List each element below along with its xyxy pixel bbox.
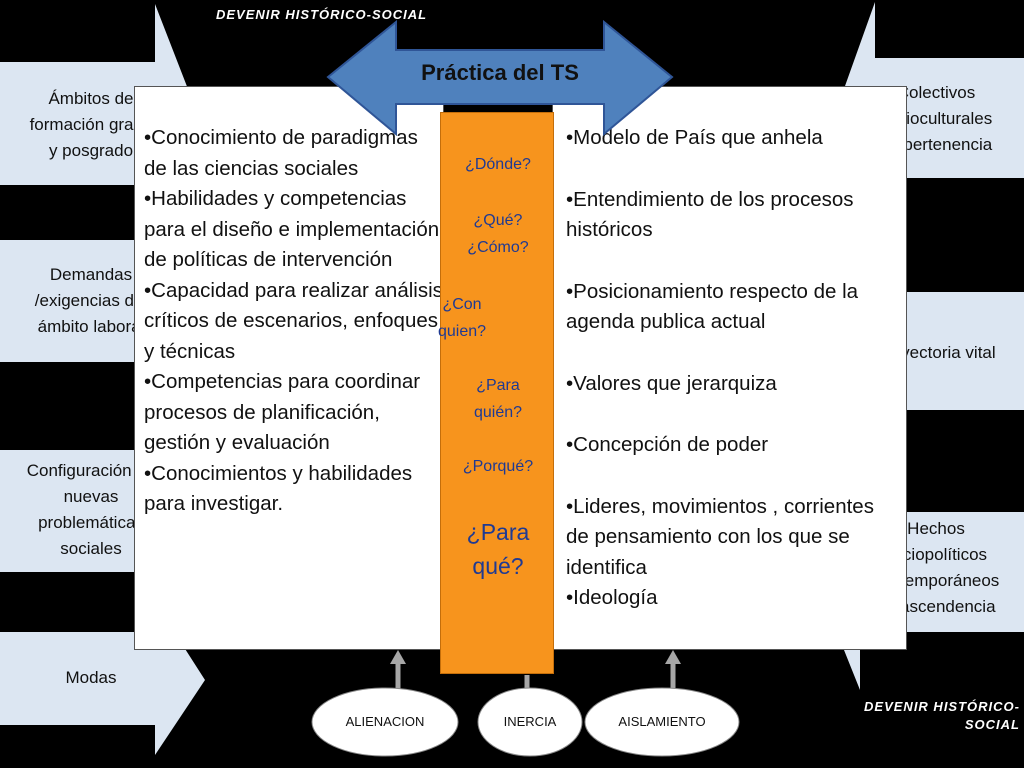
left-box-item: •Capacidad para realizar análisis crític… <box>144 278 443 363</box>
left-arrow-label-4: Modas <box>65 668 117 687</box>
right-box-item: •Concepción de poder <box>566 433 769 456</box>
practica-title: Práctica del TS <box>421 60 579 85</box>
practica-double-arrow <box>326 20 674 136</box>
ellipse-aislamiento <box>584 687 740 757</box>
left-box-item: •Competencias para coordinar procesos de… <box>144 370 421 454</box>
ellipse-label-alienacion: ALIENACION <box>345 714 425 729</box>
question-donde: ¿Dónde? <box>465 156 531 173</box>
ellipse-alienacion <box>311 687 459 757</box>
ellipse-inercia <box>477 687 583 757</box>
ellipse-label-aislamiento: AISLAMIENTO <box>618 714 706 729</box>
question-porque: ¿Porqué? <box>462 458 534 475</box>
left-content-box: •Conocimiento de paradigmas de las cienc… <box>134 86 444 650</box>
question-para-que: ¿Para qué? <box>466 519 530 579</box>
right-arrow-bottom-tip <box>840 640 860 690</box>
devenir-top-label: DEVENIR HISTÓRICO-SOCIAL <box>216 7 428 22</box>
left-arrow-label-1: Ámbitos de formación grado y posgrado <box>29 89 153 160</box>
left-box-item: •Conocimientos y habilidades para invest… <box>144 461 413 516</box>
right-content-box: •Modelo de País que anhela •Entendimient… <box>552 86 907 650</box>
ellipse-label-inercia: INERCIA <box>503 714 557 729</box>
right-arrow-label-3: Hechos sociopolíticos contemporáneos y t… <box>872 519 1000 616</box>
question-como: ¿Cómo? <box>467 239 529 256</box>
left-box-item: •Habilidades y competencias para el dise… <box>144 187 440 271</box>
right-box-item: •Ideología <box>566 586 658 609</box>
questions-column: ¿Dónde? ¿Qué? ¿Cómo? ¿Con quien? ¿Para q… <box>438 112 554 674</box>
right-box-item: •Lideres, movimientos , corrientes de pe… <box>566 494 874 579</box>
devenir-bottom-label: DEVENIR HISTÓRICO- SOCIAL <box>864 699 1020 732</box>
question-para-quien: ¿Para quién? <box>473 377 523 421</box>
right-box-item: •Modelo de País que anhela <box>566 126 823 149</box>
right-box-item: •Valores que jerarquiza <box>566 371 777 395</box>
question-que: ¿Qué? <box>473 212 523 229</box>
right-box-item: •Posicionamiento respecto de la agenda p… <box>566 279 859 334</box>
right-box-item: •Entendimiento de los procesos histórico… <box>566 187 854 242</box>
question-con-quien: ¿Con quien? <box>437 296 487 340</box>
left-box-item: •Conocimiento de paradigmas de las cienc… <box>144 126 418 180</box>
